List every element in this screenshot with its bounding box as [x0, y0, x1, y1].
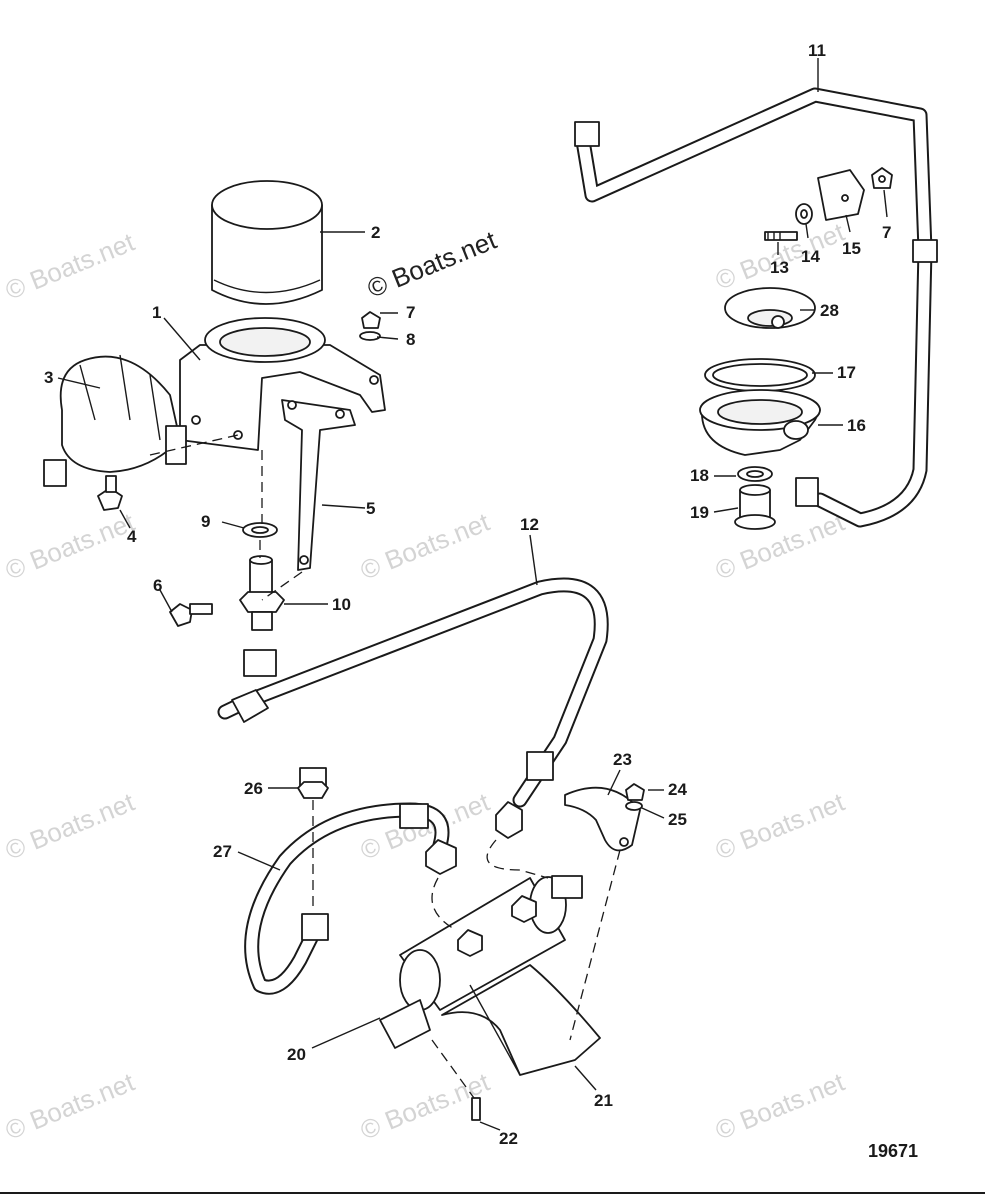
callout-14: 14 [801, 247, 820, 266]
watermark: © Boats.net [711, 506, 849, 585]
leader-lines [57, 58, 888, 1131]
watermark: © Boats.net [711, 1066, 849, 1145]
callout-9: 9 [201, 512, 210, 531]
callout-4: 4 [127, 527, 137, 546]
callout-20: 20 [287, 1045, 306, 1064]
callout-2: 2 [371, 223, 380, 242]
stud-13 [764, 231, 798, 241]
adapter-10 [239, 555, 285, 631]
o-ring-17 [704, 358, 816, 392]
figure-number: 19671 [868, 1141, 918, 1161]
callout-12: 12 [520, 515, 539, 534]
callout-18: 18 [690, 466, 709, 485]
clip-15 [817, 169, 865, 221]
nut-24-washer-25 [625, 783, 645, 811]
washer-18 [737, 466, 773, 482]
cooler-20 [379, 875, 583, 1049]
callout-25: 25 [668, 810, 687, 829]
callout-labels: 1 2 3 4 5 6 7 7 8 9 10 11 12 13 14 15 16… [44, 41, 891, 1148]
callout-7-right: 7 [882, 223, 891, 242]
callout-28: 28 [820, 301, 839, 320]
watermark: © Boats.net [711, 216, 849, 295]
callout-6: 6 [153, 576, 162, 595]
dashed-guides-lower [312, 800, 621, 1099]
callout-3: 3 [44, 368, 53, 387]
callout-19: 19 [690, 503, 709, 522]
callout-11: 11 [808, 41, 826, 60]
watermark-center: © Boats.net [363, 224, 501, 303]
oil-filter [211, 180, 323, 305]
watermark: © Boats.net [711, 786, 849, 865]
callout-13: 13 [770, 258, 789, 277]
fitting-26 [297, 767, 329, 799]
cap-28 [724, 287, 816, 329]
callout-1: 1 [152, 303, 161, 322]
mounting-strap-3 [43, 354, 187, 487]
callout-26: 26 [244, 779, 263, 798]
watermark: © Boats.net [356, 506, 494, 585]
callout-5: 5 [366, 499, 375, 518]
screw-22 [471, 1097, 481, 1121]
callout-21: 21 [594, 1091, 613, 1110]
watermark: © Boats.net [1, 786, 139, 865]
hose-11 [574, 87, 938, 528]
washer-14 [795, 203, 813, 225]
bottom-rule [0, 1192, 985, 1194]
bolt-4 [97, 475, 123, 511]
nut-7-right [871, 167, 893, 189]
callout-23: 23 [613, 750, 632, 769]
callout-24: 24 [668, 780, 687, 799]
callout-8: 8 [406, 330, 415, 349]
watermark: © Boats.net [1, 506, 139, 585]
support-arm-5 [281, 399, 356, 571]
hose-12 [217, 577, 609, 839]
callout-17: 17 [837, 363, 856, 382]
watermark: © Boats.net [1, 226, 139, 305]
clamp-23 [564, 786, 641, 852]
callout-27: 27 [213, 842, 232, 861]
callout-22: 22 [499, 1129, 518, 1148]
watermark: © Boats.net [1, 1066, 139, 1145]
callout-16: 16 [847, 416, 866, 435]
bolt-6 [169, 603, 213, 627]
nut-washer-7-8 [359, 311, 381, 341]
dashed-guides-left [149, 434, 303, 601]
callout-10: 10 [332, 595, 351, 614]
washer-9 [242, 522, 278, 538]
bowl-16 [699, 389, 821, 456]
fitting-19 [734, 484, 776, 530]
callout-15: 15 [842, 239, 861, 258]
callout-7: 7 [406, 303, 415, 322]
filter-bracket [179, 317, 386, 451]
clamp-21 [441, 964, 601, 1076]
hose-27 [244, 802, 457, 995]
